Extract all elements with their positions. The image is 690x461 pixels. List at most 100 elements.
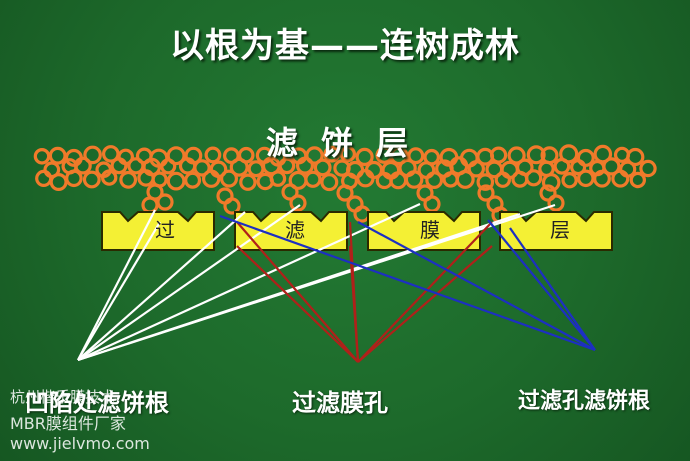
- cake-particle: [626, 147, 645, 167]
- white-line: [77, 212, 521, 362]
- cake-particle: [339, 145, 356, 163]
- cake-particle: [407, 147, 425, 165]
- cake-particle: [269, 170, 287, 187]
- cake-particle: [553, 157, 571, 175]
- cake-particle: [389, 146, 409, 166]
- cake-particle: [65, 169, 83, 188]
- cake-root-particle: [141, 196, 159, 214]
- watermark-product: MBR膜组件厂家: [10, 414, 126, 433]
- cake-particle: [278, 157, 296, 175]
- cake-particle: [49, 173, 68, 192]
- cake-particle: [355, 147, 374, 166]
- cake-root-particle: [477, 184, 495, 202]
- membrane-segment-label-4: 层: [550, 218, 570, 242]
- label-membrane-pore: 过滤膜孔: [292, 389, 388, 417]
- cake-particle: [404, 170, 424, 189]
- cake-particle: [313, 158, 332, 177]
- cake-particle: [525, 169, 543, 187]
- watermark-company: 杭州楷乐膜技术: [10, 388, 116, 406]
- cake-particle: [184, 171, 202, 189]
- cake-particle: [455, 169, 475, 189]
- cake-particle: [127, 157, 145, 175]
- connector-lines: [77, 202, 596, 363]
- cake-particle: [296, 156, 315, 175]
- membrane-segment-label-1: 过: [155, 218, 175, 242]
- cake-particle: [569, 159, 587, 176]
- cake-particle: [526, 145, 546, 165]
- cake-particle: [239, 173, 257, 191]
- membrane-segment-label-2: 滤: [285, 218, 305, 242]
- cake-particle: [323, 145, 341, 163]
- cake-particle: [83, 145, 102, 165]
- blue-line: [487, 219, 596, 351]
- membrane-segment-1: [101, 211, 215, 251]
- cake-particle: [110, 157, 128, 175]
- cake-particle: [476, 173, 495, 191]
- cake-particle: [593, 169, 611, 188]
- cake-particle: [629, 171, 647, 189]
- red-line: [357, 245, 493, 363]
- cake-root-particle: [547, 194, 565, 212]
- cake-particle: [119, 170, 138, 189]
- cake-particle: [576, 169, 595, 188]
- cake-particle: [561, 171, 578, 189]
- red-line: [236, 245, 359, 363]
- blue-line: [219, 214, 596, 352]
- cake-particle: [160, 158, 177, 175]
- cake-root-particle: [156, 193, 174, 211]
- cake-particle: [73, 156, 92, 175]
- cake-particle: [220, 169, 239, 188]
- white-line: [77, 202, 421, 362]
- cake-particle: [48, 146, 67, 165]
- red-line: [236, 221, 359, 363]
- red-line: [357, 221, 493, 363]
- cake-root-particle: [223, 197, 241, 215]
- red-line: [348, 245, 360, 363]
- cake-root-particle: [423, 195, 441, 213]
- cake-particle: [204, 146, 222, 164]
- cake-particle: [304, 170, 322, 188]
- diagram-title: 以根为基——连树成林: [170, 26, 520, 66]
- cake-particle: [467, 160, 485, 178]
- cake-particle: [541, 173, 561, 192]
- white-line: [77, 209, 156, 361]
- filter-cake-label: 滤 饼 层: [265, 124, 415, 162]
- cake-particle: [602, 157, 621, 176]
- cake-particle: [639, 159, 657, 178]
- white-line: [77, 211, 246, 361]
- cake-particle: [201, 169, 221, 188]
- label-pore-cake-root: 过滤孔滤饼根: [518, 389, 651, 414]
- cake-root-particle: [281, 183, 299, 201]
- cake-particle: [166, 146, 186, 166]
- cake-particle: [82, 170, 101, 189]
- cake-root-particle: [353, 205, 371, 223]
- membrane-segment-2: [234, 211, 348, 251]
- blue-line: [357, 221, 596, 351]
- watermark-url: www.jielvmo.com: [10, 434, 150, 453]
- filter-cake-particles: [33, 144, 657, 224]
- cake-particle: [611, 169, 630, 188]
- membrane-segment-4: [499, 211, 613, 251]
- cake-particle: [425, 171, 444, 190]
- white-line: [77, 221, 161, 361]
- cake-particle: [305, 146, 324, 165]
- cake-particle: [35, 169, 53, 187]
- cake-particle: [507, 146, 526, 165]
- cake-particle: [320, 173, 339, 192]
- cake-particle: [356, 168, 375, 188]
- cake-particle: [100, 169, 118, 186]
- cake-particle: [593, 144, 613, 164]
- cake-particle: [229, 157, 249, 177]
- cake-root-particle: [336, 184, 354, 202]
- membrane-segment-label-3: 膜: [420, 218, 440, 242]
- cake-root-particle: [289, 194, 307, 212]
- cake-particle: [193, 159, 211, 177]
- membrane-segments: [101, 211, 613, 251]
- blue-line: [509, 227, 596, 351]
- cake-particle: [494, 171, 511, 188]
- cake-particle: [33, 148, 51, 165]
- cake-particle: [166, 171, 186, 191]
- label-recess-cake-root: 凹陷处滤饼根: [25, 389, 169, 417]
